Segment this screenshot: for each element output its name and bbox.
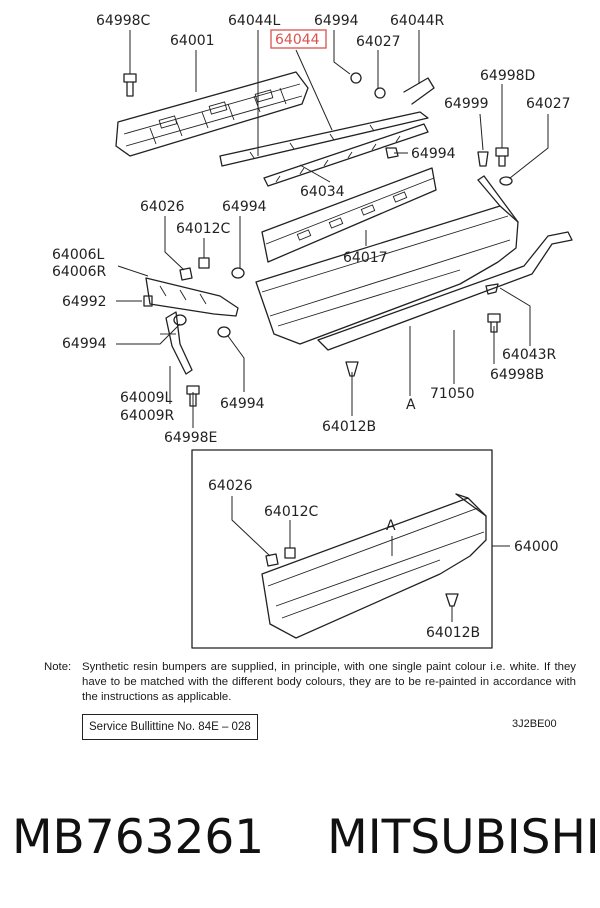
clip-64994-bottom <box>217 326 231 338</box>
label-64044-highlighted: 64044 <box>275 32 320 48</box>
clip-64027-top <box>374 87 386 99</box>
moulding-64044 <box>219 77 435 187</box>
bolt-64992 <box>143 295 153 307</box>
label-71050: 71050 <box>430 386 475 402</box>
footer: MB763261 MITSUBISHI <box>12 808 600 868</box>
label-64027-right: 64027 <box>526 96 571 112</box>
clip-64012C-left <box>198 257 210 269</box>
label-64034: 64034 <box>300 184 345 200</box>
bolt-64998E <box>186 385 200 407</box>
label-64994-bottom: 64994 <box>220 396 265 412</box>
clip-64012B-box <box>445 593 459 607</box>
bolt-64998B <box>487 313 501 333</box>
clip-64994-bottom-left <box>173 314 187 326</box>
clip-64012C-box <box>284 547 296 559</box>
label-64992: 64992 <box>62 294 107 310</box>
clip-64994-left <box>231 267 245 279</box>
note-text: Synthetic resin bumpers are supplied, in… <box>82 661 576 703</box>
label-64994-bottom-left: 64994 <box>62 336 107 352</box>
part-labels: 64998C 64001 64044L 64994 64044R 64044 6… <box>52 13 571 641</box>
label-64998B: 64998B <box>490 367 544 383</box>
box-label-64000: 64000 <box>514 539 559 555</box>
clip-64994-mid <box>385 147 399 159</box>
label-64044L: 64044L <box>228 13 281 29</box>
stay-64009 <box>160 311 193 375</box>
label-64026: 64026 <box>140 199 185 215</box>
bolt-64998C <box>123 73 137 97</box>
label-64009L: 64009L <box>120 390 173 406</box>
label-64998D: 64998D <box>480 68 535 84</box>
label-64001: 64001 <box>170 33 215 49</box>
clip-64012B <box>345 361 359 377</box>
clip-64027-right <box>499 176 513 186</box>
bracket-64006 <box>145 277 239 317</box>
label-64006L: 64006L <box>52 247 105 263</box>
reinforcement-64001 <box>115 71 309 157</box>
label-64027-top: 64027 <box>356 34 401 50</box>
footer-part-number: MB763261 <box>12 810 265 865</box>
label-64994-left: 64994 <box>222 199 267 215</box>
clip-64043R <box>485 283 499 295</box>
label-64994-mid: 64994 <box>411 146 456 162</box>
clip-64026-left <box>179 267 193 281</box>
bumper-71050 <box>255 175 519 345</box>
face-64017 <box>261 167 437 263</box>
label-64998E: 64998E <box>164 430 217 446</box>
clip-64999 <box>477 151 489 167</box>
bumper-assembly-64000 <box>261 493 487 639</box>
strip-64043R <box>317 231 573 351</box>
label-64012B: 64012B <box>322 419 376 435</box>
label-64012C: 64012C <box>176 221 231 237</box>
label-64044R: 64044R <box>390 13 445 29</box>
label-64006R: 64006R <box>52 264 107 280</box>
note-label: Note: <box>44 661 72 673</box>
label-64994-top: 64994 <box>314 13 359 29</box>
label-64999: 64999 <box>444 96 489 112</box>
service-bulletin: Service Bullittine No. 84E – 028 <box>82 714 258 740</box>
box-label-64026: 64026 <box>208 478 253 494</box>
parts-diagram: 64998C 64001 64044L 64994 64044R 64044 6… <box>52 13 573 649</box>
bolt-64998D <box>495 147 509 167</box>
label-64043R: 64043R <box>502 347 557 363</box>
label-64009R: 64009R <box>120 408 175 424</box>
callout-A: A <box>406 397 416 413</box>
box-label-64012C: 64012C <box>264 504 319 520</box>
label-64017: 64017 <box>343 250 388 266</box>
assembly-box <box>191 449 493 649</box>
label-64998C: 64998C <box>96 13 151 29</box>
box-label-64012B: 64012B <box>426 625 480 641</box>
diagram-code: 3J2BE00 <box>512 718 557 730</box>
clip-64026-box <box>265 553 279 567</box>
clip-64994-top <box>350 72 362 84</box>
footer-manufacturer: MITSUBISHI <box>327 810 600 865</box>
leader-lines <box>116 30 549 622</box>
highlight-box <box>270 29 327 49</box>
